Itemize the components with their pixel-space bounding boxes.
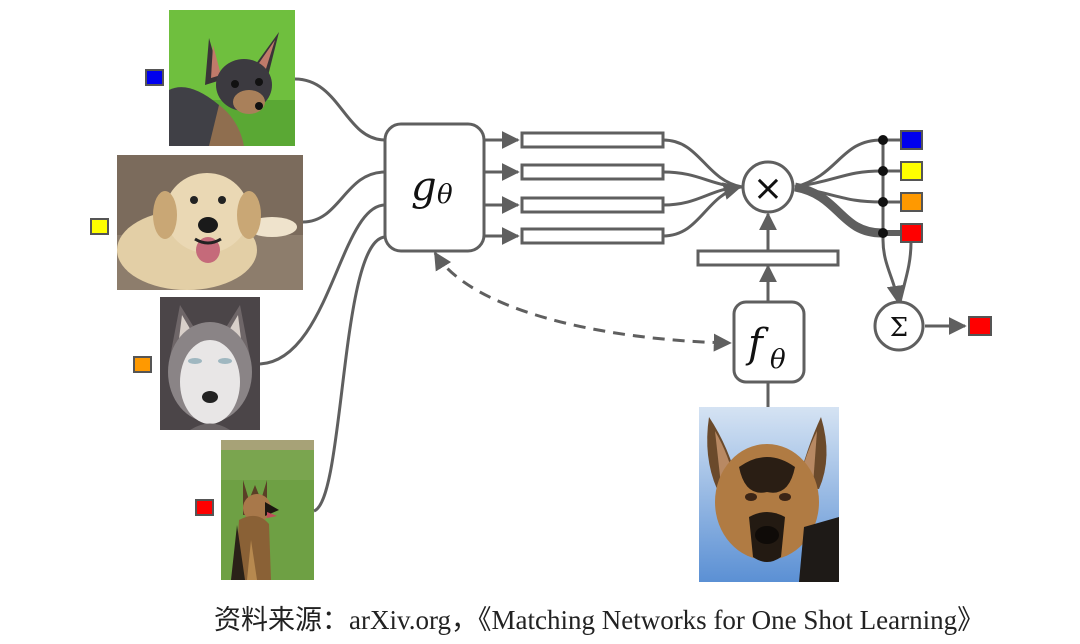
caption-source: arXiv.org， (349, 605, 478, 635)
g-theta-symbol: g (411, 164, 437, 210)
prediction-label-red (968, 316, 992, 336)
caption-source-prefix: 资料来源： (214, 605, 349, 635)
support-label-yellow (90, 218, 109, 235)
support-label-blue (145, 69, 164, 86)
output-label-orange (900, 192, 923, 212)
support-embedding-1 (520, 131, 665, 149)
f-theta-encoder (732, 300, 806, 384)
support-image-chihuahua (169, 10, 295, 146)
support-embedding-2 (520, 163, 665, 181)
support-embedding-4 (520, 227, 665, 245)
edge-gshepherd-to-g (313, 235, 386, 513)
sum-symbol: Σ (890, 313, 908, 343)
edge-g-f-dashed (433, 251, 732, 352)
caption-paper-title: 《Matching Networks for One Shot Learning… (477, 605, 985, 635)
sum-node (873, 300, 925, 352)
similarity-node (741, 160, 795, 214)
output-label-yellow (900, 161, 923, 181)
g-theta-encoder (383, 122, 486, 253)
f-theta-subscript: θ (770, 345, 786, 375)
support-image-husky (160, 297, 260, 430)
output-label-red (900, 223, 923, 243)
edge-chihuahua-to-g (294, 77, 386, 142)
figure-caption: 资料来源：arXiv.org，《Matching Networks for On… (214, 598, 984, 637)
support-embedding-3 (520, 196, 665, 214)
g-theta-subscript: θ (437, 180, 453, 210)
output-label-blue (900, 130, 923, 150)
support-image-labrador (117, 155, 303, 290)
multiply-symbol: × (753, 168, 783, 209)
query-image-german-shepherd (699, 407, 839, 582)
support-label-red (195, 499, 214, 516)
support-image-german-shepherd (221, 440, 314, 580)
edge-husky-to-g (259, 203, 386, 366)
support-label-orange (133, 356, 152, 373)
query-embedding (696, 249, 840, 267)
edge-labrador-to-g (302, 170, 386, 224)
